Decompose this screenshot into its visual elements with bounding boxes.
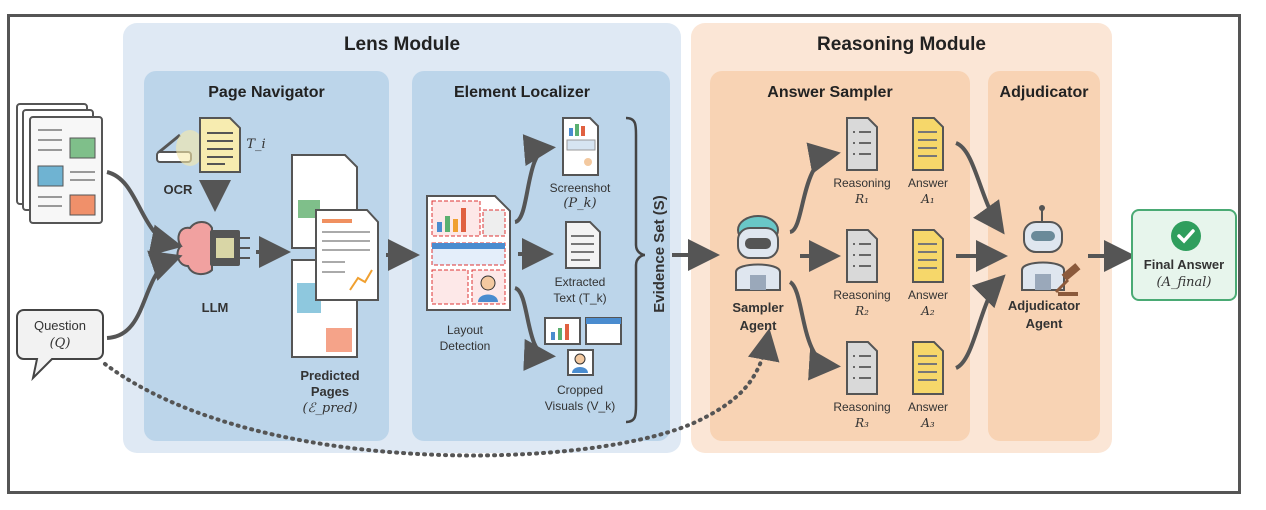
ocr-label: OCR (163, 182, 193, 197)
arrow-docs-to-llm (106, 170, 183, 256)
answer-document-icon (912, 341, 944, 395)
answer-label: Answer (907, 288, 948, 302)
reasoning-symbol: R₁ (855, 192, 869, 206)
arrow-sampler-to-r3 (788, 280, 841, 381)
extracted-text-icon (565, 221, 601, 269)
adjudicator-title: Adjudicator (999, 84, 1089, 101)
reasoning-label: Reasoning (833, 288, 891, 302)
answer-label: Answer (907, 176, 948, 190)
final-answer-label: Final Answer (1143, 257, 1225, 272)
element-localizer-title: Element Localizer (453, 84, 591, 101)
answer-symbol: A₁ (921, 192, 935, 206)
final-answer-symbol: (A_final) (1156, 275, 1212, 290)
diagram-frame (7, 14, 1241, 494)
arrow-a3-to-adjudicator (954, 274, 1006, 370)
layout-detection-icon (426, 195, 511, 311)
question-speech-bubble (16, 309, 104, 382)
cropped-visuals-label: Cropped (556, 383, 604, 397)
reasoning-label: Reasoning (833, 400, 891, 414)
predicted-pages-icon (291, 154, 379, 358)
final-answer-box: Final Answer (A_final) (1131, 209, 1237, 301)
reasoning-document-icon (846, 117, 878, 171)
ocr-output-symbol: T_i (246, 137, 266, 152)
predicted-pages-label-2: Pages (310, 384, 350, 399)
layout-detection-label-2: Detection (439, 339, 491, 353)
reasoning-document-icon (846, 341, 878, 395)
reasoning-symbol: R₃ (855, 416, 869, 430)
extracted-text-label-2: Text (T_k) (553, 291, 607, 305)
evidence-set-brace (625, 116, 646, 424)
scanner-icon (156, 130, 204, 166)
cropped-visuals-label-2: Visuals (V_k) (544, 399, 616, 413)
screenshot-icon (562, 117, 599, 176)
adjudicator-agent-robot-icon (1021, 205, 1065, 291)
sampler-agent-robot-icon (735, 215, 781, 291)
answer-sampler-title: Answer Sampler (767, 84, 893, 101)
reasoning-symbol: R₂ (855, 304, 869, 318)
reasoning-label: Reasoning (833, 176, 891, 190)
adjudicator-agent-label: Adjudicator (1007, 298, 1081, 313)
layout-detection-label: Layout (446, 323, 484, 337)
page-navigator-title: Page Navigator (208, 84, 325, 101)
answer-symbol: A₂ (921, 304, 935, 318)
extracted-text-label: Extracted (554, 275, 606, 289)
screenshot-label: Screenshot (549, 181, 611, 195)
evidence-set-label: Evidence Set (S) (651, 195, 668, 313)
adjudicator-agent-label-2: Agent (1025, 316, 1063, 331)
sampler-agent-label-2: Agent (739, 318, 777, 333)
question-symbol: (Q) (49, 336, 71, 351)
question-label: Question (33, 318, 87, 333)
screenshot-symbol: (P_k) (563, 196, 597, 211)
cropped-visuals-icon (544, 317, 622, 376)
check-circle-icon (1171, 221, 1201, 251)
arrow-a1-to-adjudicator (955, 141, 1005, 235)
dotted-arrow-question-to-sampler (103, 328, 780, 458)
answer-label: Answer (907, 400, 948, 414)
arrow-to-screenshot (514, 134, 556, 224)
gavel-icon (1054, 263, 1081, 296)
answer-document-icon (912, 117, 944, 171)
answer-document-icon (912, 229, 944, 283)
answer-symbol: A₃ (921, 416, 935, 430)
ocr-text-document-icon (199, 117, 241, 173)
reasoning-module-title: Reasoning Module (817, 34, 986, 55)
lens-module-title: Lens Module (343, 34, 461, 55)
predicted-pages-symbol: (ℰ_pred) (302, 401, 358, 416)
reasoning-document-icon (846, 229, 878, 283)
arrow-question-to-llm (106, 250, 183, 340)
arrow-sampler-to-r1 (789, 142, 841, 234)
predicted-pages-label: Predicted (300, 368, 360, 383)
document-stack-icon (16, 103, 103, 224)
arrow-to-cropped-visuals (513, 286, 556, 371)
llm-label: LLM (201, 300, 229, 315)
llm-brain-chip-icon (176, 221, 250, 276)
sampler-agent-label: Sampler (732, 300, 784, 315)
